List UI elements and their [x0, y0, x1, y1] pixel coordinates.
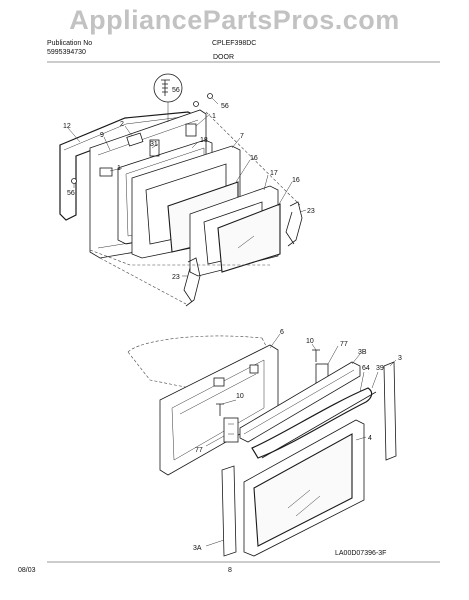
leader-31 — [151, 143, 159, 149]
footer-figure-code: LA00D07396-3F — [335, 550, 387, 557]
leader-7 — [231, 137, 241, 149]
footer-date: 08/03 — [18, 567, 36, 574]
leader-39 — [371, 371, 379, 389]
footer-page-number: 8 — [228, 567, 232, 574]
leader-64 — [359, 371, 365, 393]
callout-1: 1 — [117, 165, 121, 172]
handle-bracket-77-left — [223, 417, 239, 443]
screw-56-top — [207, 93, 213, 99]
callout-16-lower: 16 — [292, 177, 300, 184]
model-number: CPLEF398DC — [212, 40, 257, 47]
alignment-line-3 — [89, 249, 270, 266]
callout-56-left: 56 — [67, 190, 75, 197]
publication-label: Publication No — [47, 40, 93, 47]
leader-3 — [389, 359, 397, 367]
hinge-23-right — [285, 201, 303, 247]
callout-77-right: 77 — [340, 341, 348, 348]
leader-77b — [205, 435, 225, 447]
leader-9 — [103, 136, 111, 151]
leader-16b — [277, 181, 293, 207]
leader-1b — [195, 113, 211, 127]
callout-56-circle: 56 — [172, 87, 180, 94]
liner-bracket-2 — [126, 132, 144, 147]
leader-56a — [211, 97, 219, 105]
leader-17 — [263, 174, 269, 191]
outer-glass-16 — [217, 203, 281, 273]
door-handle-64 — [251, 387, 373, 459]
callout-64: 64 — [362, 365, 370, 372]
panel-slot — [213, 377, 225, 387]
callout-56-top: 56 — [221, 103, 229, 110]
leader-2 — [124, 125, 133, 137]
vent-slots-line — [243, 369, 355, 435]
callout-17: 17 — [270, 170, 278, 177]
callout-4: 4 — [368, 435, 372, 442]
leader-3a — [205, 539, 225, 547]
callout-3b: 3B — [358, 349, 367, 356]
screw-10-right — [312, 349, 320, 362]
callout-18: 18 — [200, 137, 208, 144]
leader-23a — [299, 209, 307, 213]
callout-9: 9 — [100, 132, 104, 139]
leader-1a — [109, 167, 123, 172]
leader-10a — [311, 343, 317, 351]
screw-thread — [162, 83, 168, 93]
leader-77a — [327, 345, 339, 365]
leader-16a — [235, 159, 251, 183]
callout-7: 7 — [240, 133, 244, 140]
liner-tab-1 — [99, 167, 113, 177]
alignment-line-2 — [99, 257, 187, 305]
callout-77-left: 77 — [195, 447, 203, 454]
panel-slot-2 — [249, 364, 259, 374]
callout-10-right: 10 — [306, 338, 314, 345]
leader-4 — [355, 436, 367, 441]
callout-6: 6 — [280, 329, 284, 336]
side-trim-3-right — [383, 361, 397, 461]
callout-2: 2 — [120, 121, 124, 128]
outer-glass-reflection — [287, 489, 311, 509]
callout-3a: 3A — [193, 545, 202, 552]
door-panel-inset — [171, 359, 265, 461]
callout-23-right: 23 — [307, 208, 315, 215]
vent-trim-3b — [239, 361, 361, 443]
callout-10-left: 10 — [236, 393, 244, 400]
callout-12: 12 — [63, 123, 71, 130]
door-panel-rib — [179, 373, 257, 415]
leader-18 — [191, 141, 199, 149]
glass-reflection-2 — [237, 235, 255, 249]
callout-1-top: 1 — [212, 113, 216, 120]
callout-16-upper: 16 — [250, 155, 258, 162]
leader-10b — [221, 399, 237, 405]
leader-12 — [67, 127, 81, 143]
hinge-23-left — [183, 257, 201, 307]
callout-39: 39 — [376, 365, 384, 372]
publication-number: 5995394730 — [47, 49, 86, 56]
alignment-line-1 — [205, 111, 301, 206]
callout-31: 31 — [150, 141, 158, 148]
outer-glass-reflection-2 — [295, 495, 321, 517]
liner-hinge-slot — [185, 123, 197, 137]
leader-6 — [269, 333, 281, 349]
gasket-inner-line — [63, 115, 191, 151]
screw-56-top-2 — [193, 101, 199, 107]
outer-window-glass — [253, 433, 353, 547]
door-seal-39 — [261, 391, 377, 459]
screw-56-left — [71, 178, 77, 184]
callout-23-left: 23 — [172, 274, 180, 281]
callout-3: 3 — [398, 355, 402, 362]
side-trim-3a-left — [221, 465, 237, 557]
leader-3b — [351, 353, 361, 365]
section-title: DOOR — [213, 54, 234, 61]
